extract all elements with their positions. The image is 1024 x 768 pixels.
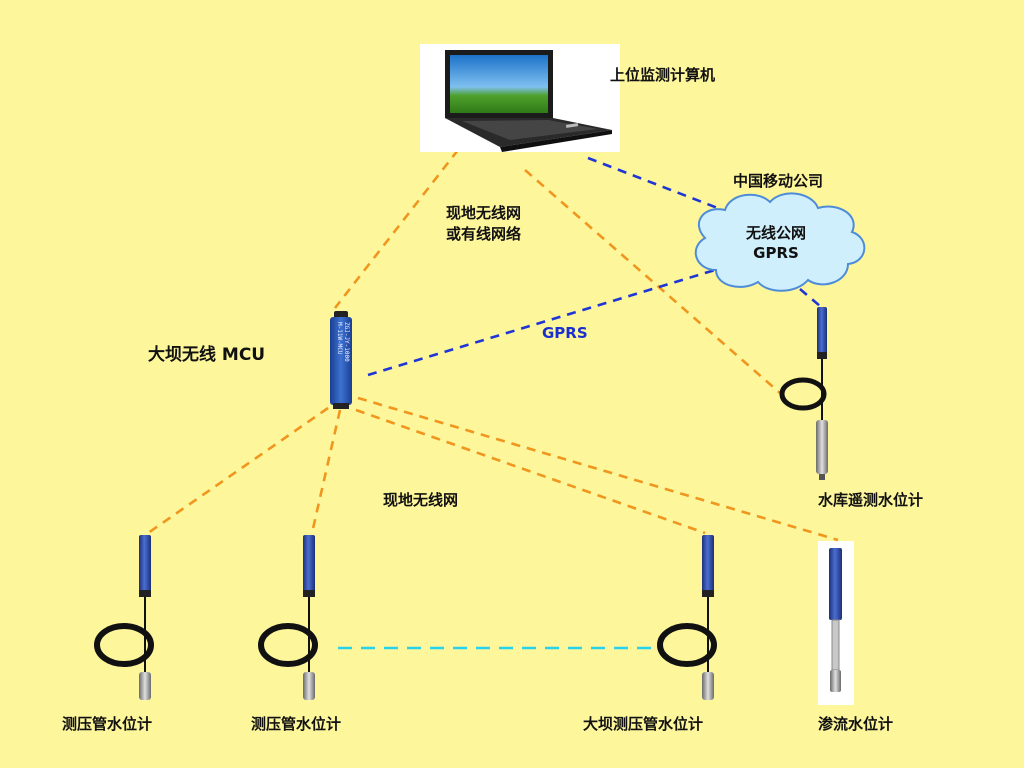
piezometer-1-label: 测压管水位计: [62, 715, 152, 734]
onsite-or-wired-label-line2: 或有线网络: [446, 225, 521, 244]
link-computer-mcu: [335, 150, 458, 308]
link-cloud-reservoir: [800, 289, 820, 306]
onsite-wireless-label: 现地无线网: [383, 491, 458, 510]
mcu-device-icon: M-11W-MCU ZGJ-JY-1000: [330, 311, 352, 409]
reservoir-sensor-icon: [782, 307, 828, 480]
onsite-or-wired-label-line1: 现地无线网: [446, 204, 521, 223]
link-mcu-piezometer-1: [148, 408, 328, 533]
piezometer-2-label: 测压管水位计: [251, 715, 341, 734]
link-mcu-piezometer-2: [312, 410, 340, 533]
dam-piezometer-label: 大坝测压管水位计: [583, 715, 703, 734]
link-mcu-dam-piezometer: [356, 410, 705, 533]
seepage-gauge-label: 渗流水位计: [818, 715, 893, 734]
cloud-label-line2: GPRS: [724, 244, 828, 264]
piezometer-2-icon: [261, 535, 315, 700]
seepage-sensor-icon: [818, 541, 854, 705]
dam-piezometer-icon: [660, 535, 714, 700]
reservoir-gauge-label: 水库遥测水位计: [818, 491, 923, 510]
cloud-label-line1: 无线公网: [724, 224, 828, 244]
link-mcu-cloud-gprs: [368, 270, 715, 375]
link-computer-cloud: [588, 158, 728, 212]
mcu-label-1: M-11W-MCU: [336, 322, 343, 355]
gprs-link-label: GPRS: [542, 324, 588, 343]
link-mcu-seepage: [358, 398, 838, 540]
laptop-icon: [420, 44, 620, 152]
dam-mcu-label: 大坝无线 MCU: [148, 345, 265, 366]
piezometer-1-icon: [97, 535, 151, 700]
mobile-company-label: 中国移动公司: [733, 172, 823, 191]
computer-label: 上位监测计算机: [610, 66, 715, 85]
mcu-label-2: ZGJ-JY-1000: [343, 322, 350, 362]
